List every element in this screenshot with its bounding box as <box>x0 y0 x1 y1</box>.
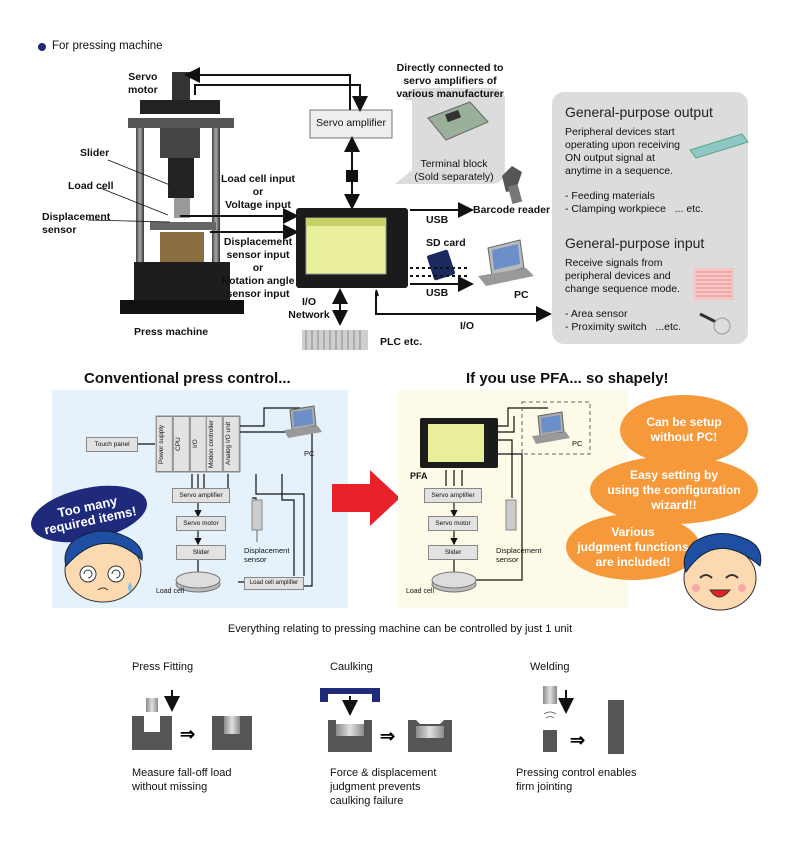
summary-text: Everything relating to pressing machine … <box>227 623 573 635</box>
gp-input-title: General-purpose input <box>565 235 705 251</box>
bullet-dot-icon <box>38 42 46 51</box>
app-title-press-fitting: Press Fitting <box>132 661 194 673</box>
conv-servo-motor-box: Servo motor <box>176 516 226 531</box>
caulking-illustration: ⇒ <box>320 688 452 752</box>
terminal-block-image <box>427 101 489 141</box>
system-diagram <box>87 67 749 350</box>
module-cpu: CPU <box>172 416 190 472</box>
sd-card-label: SD card <box>426 237 466 249</box>
module-motion-controller: Motion controller <box>206 416 224 472</box>
gp-output-items: - Feeding materials - Clamping workpiece… <box>565 190 704 215</box>
io-label: I/O <box>460 320 475 332</box>
load-cell-label: Load cell <box>68 180 114 192</box>
conv-slider-box: Slider <box>176 545 226 560</box>
usb-label-1: USB <box>426 214 449 226</box>
slider-label: Slider <box>80 147 110 159</box>
pc-label: PC <box>514 289 529 301</box>
pfa-pc-laptop-icon <box>532 411 570 444</box>
sd-card-icon <box>427 249 455 281</box>
svg-text:⇒: ⇒ <box>570 730 585 750</box>
pfa-servo-amplifier-box: Servo amplifier <box>424 488 482 503</box>
pfa-device-image <box>296 208 408 288</box>
pfa-device-label: PFA <box>410 471 428 481</box>
benefit-bubble-no-pc: Can be setup without PC! <box>620 395 748 465</box>
happy-worker-face-icon <box>683 533 762 611</box>
conventional-heading: Conventional press control... <box>84 370 291 387</box>
load-cell-input-label: Load cell input or Voltage input <box>220 173 296 211</box>
pfa-slider-box: Slider <box>428 545 478 560</box>
usb-label-2: USB <box>426 287 449 299</box>
conv-load-cell-amp-box: Load cell amplifier <box>244 577 304 590</box>
svg-text:⇒: ⇒ <box>380 726 395 746</box>
touch-panel-box: Touch panel <box>86 437 138 452</box>
displacement-input-label: Displacement sensor input or Rotation an… <box>221 236 295 300</box>
header: For pressing machine <box>38 40 163 53</box>
app-desc-press-fitting: Measure fall-off load without missing <box>132 767 232 793</box>
app-title-caulking: Caulking <box>330 661 373 673</box>
gp-input-items: - Area sensor - Proximity switch ...etc. <box>565 308 682 333</box>
pfa-diagram <box>420 401 591 593</box>
barcode-reader-label: Barcode reader <box>473 204 551 216</box>
app-desc-welding: Pressing control enables firm jointing <box>516 767 637 793</box>
module-analog-io: Analog I/O unit <box>223 416 240 472</box>
plc-image <box>302 330 368 350</box>
pfa-servo-motor-box: Servo motor <box>428 516 478 531</box>
pc-laptop-small-icon <box>284 405 322 438</box>
confused-worker-face-icon <box>64 530 143 603</box>
press-machine-label: Press machine <box>134 326 209 338</box>
app-title-welding: Welding <box>530 661 570 673</box>
app-desc-caulking: Force & displacement judgment prevents c… <box>330 767 437 807</box>
module-power-supply: Power supply <box>156 416 173 472</box>
conventional-modules: Power supply CPU I/O Motion controller A… <box>156 416 240 472</box>
svg-text:⇒: ⇒ <box>180 724 195 744</box>
direct-connect-note: Directly connected to servo amplifiers o… <box>396 62 504 100</box>
conv-load-cell-label: Load cell <box>156 588 185 595</box>
io-network-label: I/O Network <box>288 296 330 321</box>
pc-laptop-icon <box>478 239 534 286</box>
gp-output-title: General-purpose output <box>565 104 713 120</box>
plc-label: PLC etc. <box>380 336 423 348</box>
terminal-block-label: Terminal block (Sold separately) <box>414 158 494 183</box>
pfa-load-cell-label: Load cell <box>406 588 435 595</box>
welding-illustration: ⇒ <box>543 686 624 754</box>
module-io: I/O <box>189 416 207 472</box>
feeder-device-icon <box>689 133 749 159</box>
area-sensor-icon <box>694 268 734 335</box>
servo-motor-label: Servo motor <box>128 71 158 96</box>
gp-input-desc: Receive signals from peripheral devices … <box>565 257 681 295</box>
gp-output-desc: Peripheral devices start operating upon … <box>565 126 680 177</box>
barcode-reader-icon <box>502 166 523 204</box>
conv-servo-amplifier-box: Servo amplifier <box>172 488 230 503</box>
pfa-disp-sensor-label: Displacement sensor <box>496 546 542 564</box>
conv-disp-sensor-label: Displacement sensor <box>244 546 290 564</box>
section-label: For pressing machine <box>52 40 163 52</box>
pfa-pc-label: PC <box>572 439 583 448</box>
conv-pc-label: PC <box>304 449 315 458</box>
benefit-bubble-wizard: Easy setting by using the configuration … <box>590 456 758 524</box>
press-fitting-illustration: ⇒ <box>132 690 252 750</box>
red-transition-arrow-icon <box>332 470 400 526</box>
displacement-sensor-label: Displacement sensor <box>42 211 111 236</box>
servo-amplifier-label: Servo amplifier <box>315 117 387 129</box>
pfa-heading: If you use PFA... so shapely! <box>466 370 669 387</box>
press-machine-image <box>120 72 244 314</box>
applications-illustrations: ⇒ ⇒ ⇒ <box>132 686 624 754</box>
benefit-bubble-judgment: Various judgment functions are included! <box>566 514 700 580</box>
